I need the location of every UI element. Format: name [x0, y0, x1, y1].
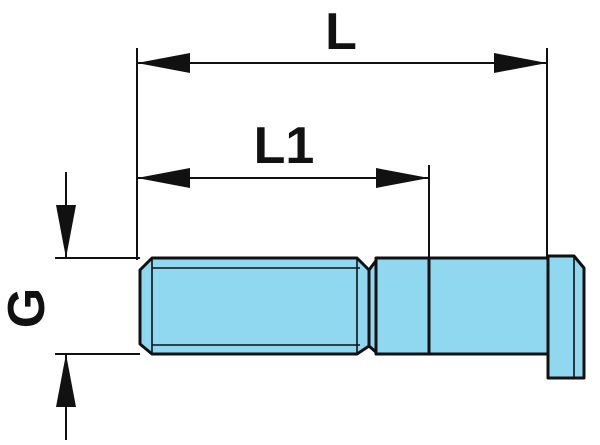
arrowhead-l-right	[494, 53, 547, 73]
stud-bolt-part	[138, 254, 586, 380]
dimension-l1: L1	[137, 117, 429, 188]
arrowhead-l-left	[137, 53, 190, 73]
dimension-label-l1: L1	[254, 117, 315, 175]
dimension-label-l: L	[325, 3, 357, 61]
plain-shank	[374, 256, 550, 356]
extension-lines	[55, 48, 548, 355]
threaded-shank	[138, 256, 371, 356]
arrowhead-g-bottom	[56, 354, 76, 407]
dimension-g: G	[0, 172, 76, 440]
arrowhead-l1-right	[376, 168, 429, 188]
bolt-head	[546, 254, 586, 380]
dimension-label-g: G	[0, 288, 56, 328]
arrowhead-l1-left	[137, 168, 190, 188]
arrowhead-g-top	[56, 205, 76, 258]
dimension-l: L	[137, 3, 547, 73]
